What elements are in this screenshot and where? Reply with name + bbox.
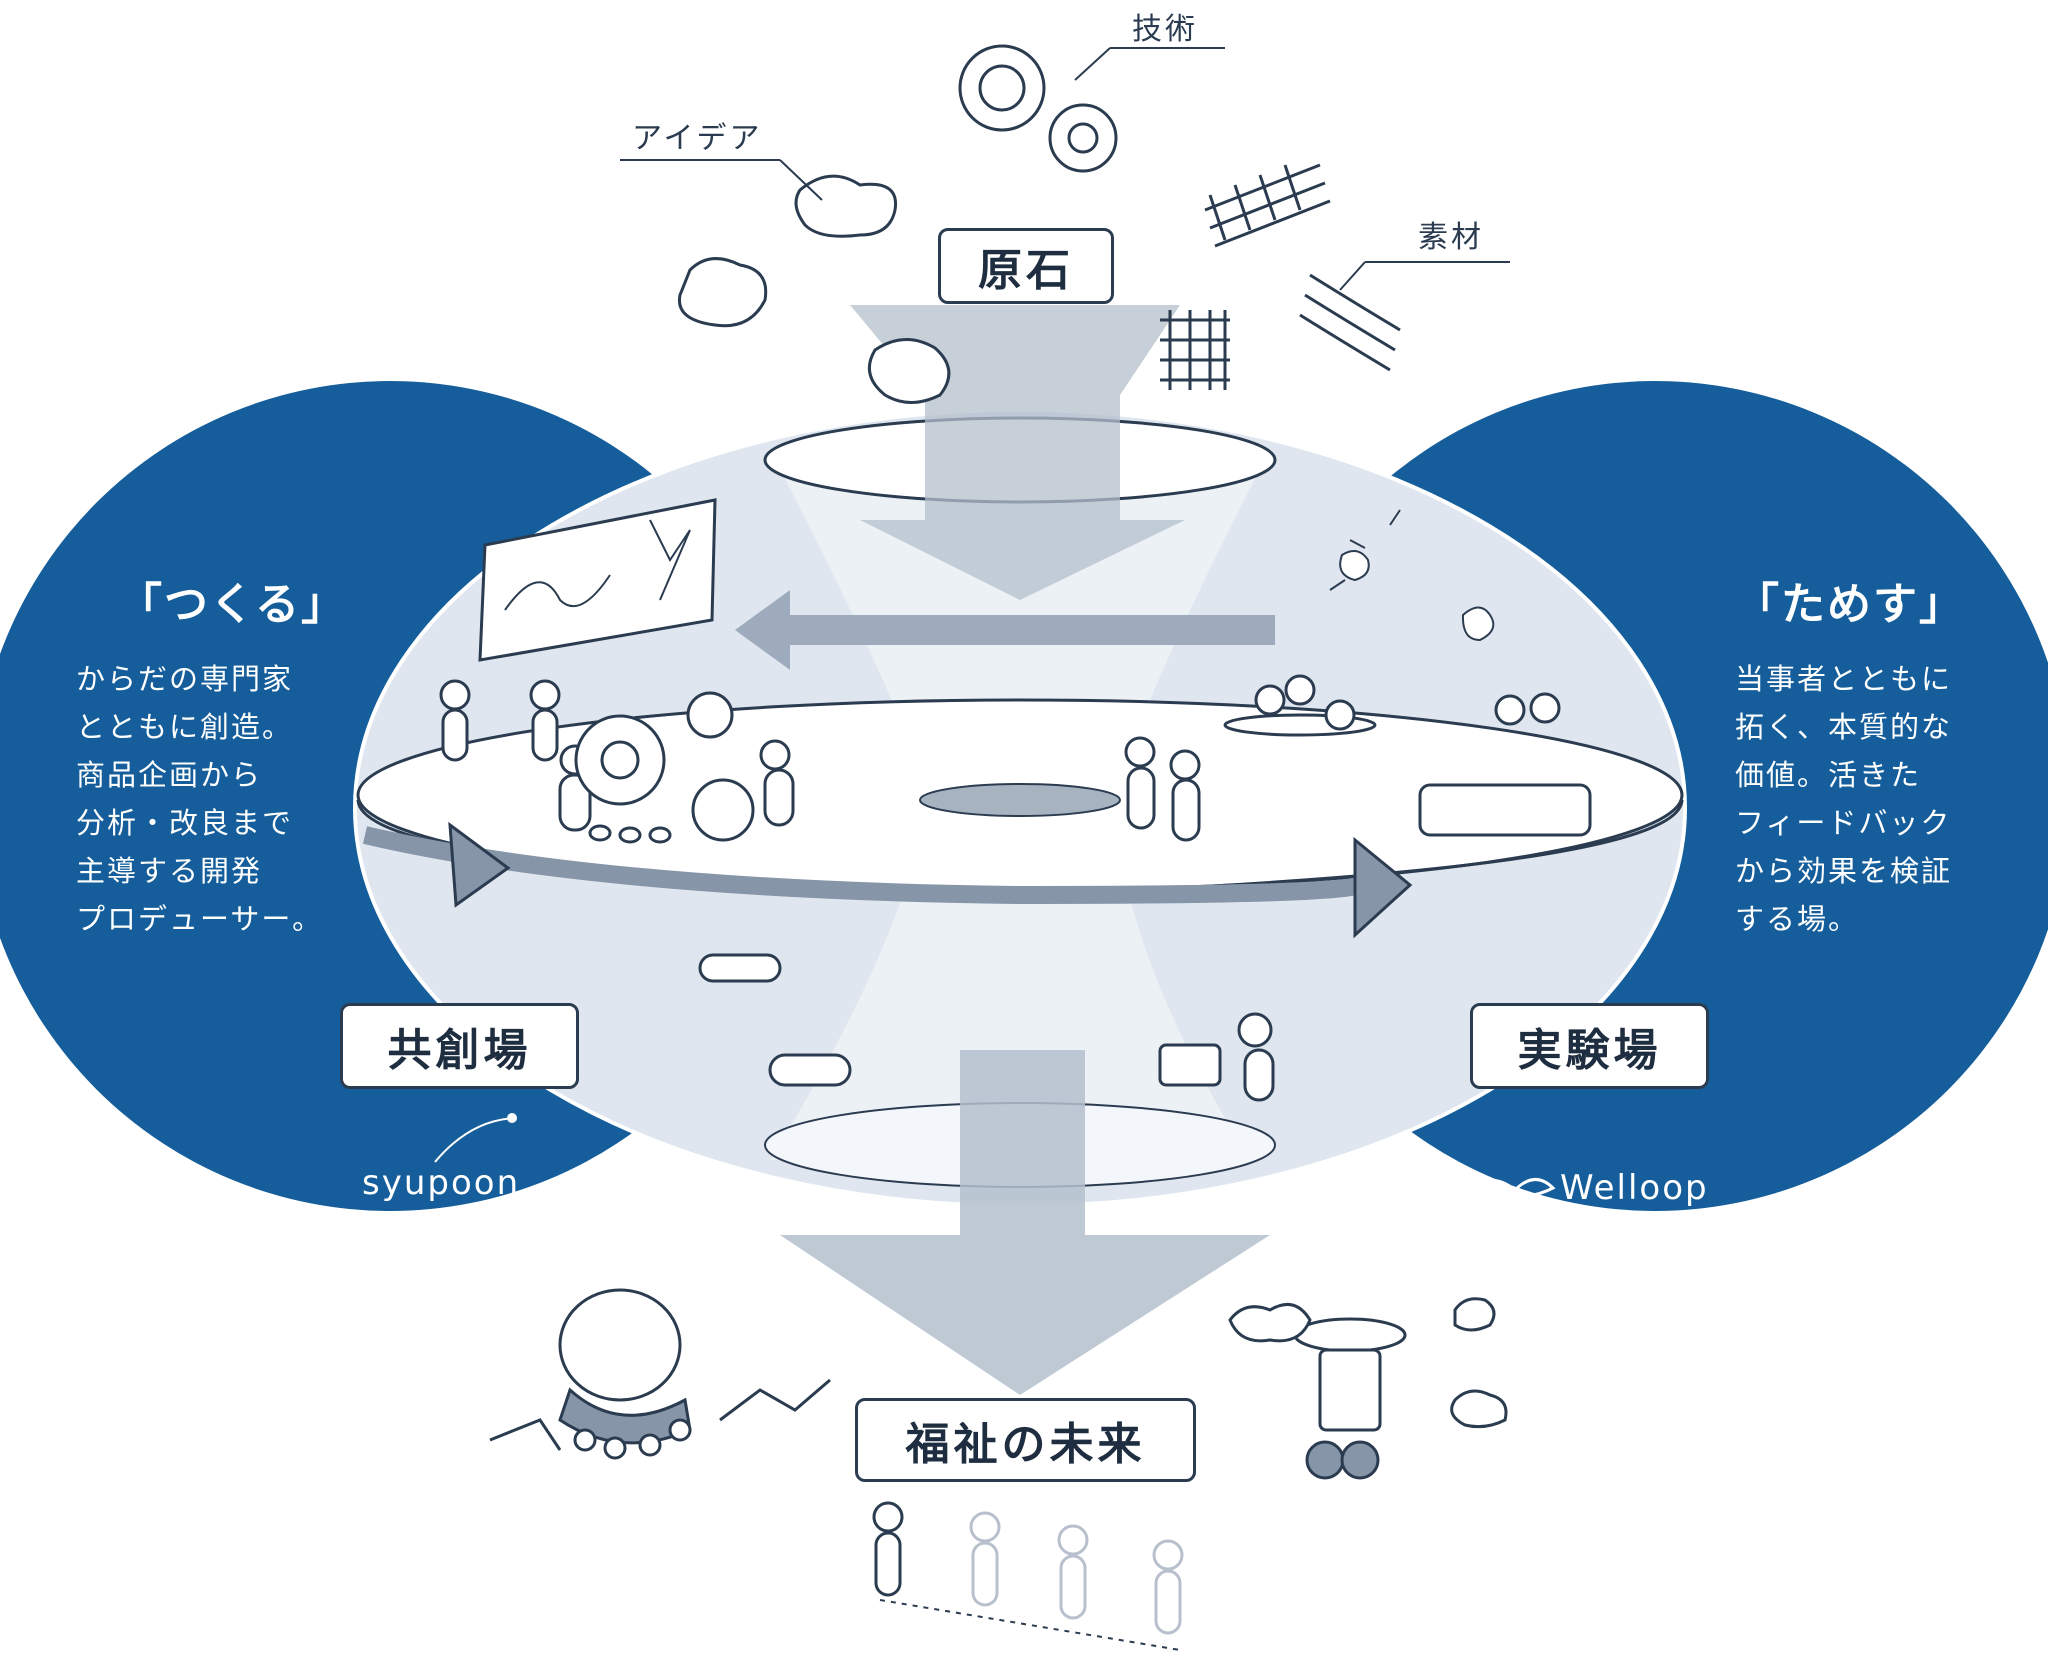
sparkle-icons	[1329, 509, 1495, 642]
experiment-place-label: 実験場	[1470, 1003, 1709, 1089]
syupoon-logo-mark	[434, 1117, 516, 1163]
right-body-line: 当事者とともに	[1735, 662, 1953, 696]
left-body-line: とともに創造。	[76, 710, 294, 744]
rover-illustration	[489, 1288, 831, 1460]
syupoon-logo: syupoon	[362, 1163, 521, 1203]
idea-blob-3	[867, 338, 951, 404]
welloop-logo: Welloop	[1560, 1168, 1709, 1208]
cocreation-place-label: 共創場	[340, 1003, 579, 1089]
left-arrow	[735, 590, 1275, 670]
label-idea: アイデア	[632, 121, 763, 156]
right-body-line: 価値。活きた	[1735, 758, 1922, 792]
right-body-line: する場。	[1735, 902, 1860, 936]
floating-figures	[698, 953, 1275, 1102]
raw-stone-label: 原石	[938, 228, 1114, 304]
band-arrow-left	[448, 821, 511, 908]
idea-blob	[794, 174, 898, 238]
future-of-welfare-label: 福祉の未来	[855, 1398, 1196, 1482]
band-arrow-right	[1353, 836, 1413, 939]
chart-board	[478, 498, 717, 662]
right-body-line: から効果を検証	[1735, 854, 1953, 888]
gears-technology	[958, 44, 1118, 173]
people-experiment	[1124, 674, 1592, 842]
left-heading: 「つくる」	[118, 579, 348, 630]
label-technology: 技術	[1132, 12, 1198, 47]
right-body: 当事者とともに 拓く、本質的な 価値。活きた フィードバック から効果を検証 す…	[1735, 655, 1952, 943]
left-body-line: 主導する開発	[76, 854, 263, 888]
left-body: からだの専門家 とともに創造。 商品企画から 分析・改良まで 主導する開発 プロ…	[76, 655, 323, 943]
walking-figures	[872, 1501, 1184, 1651]
right-heading: 「ためす」	[1735, 579, 1965, 630]
left-body-line: 分析・改良まで	[76, 806, 294, 840]
material-mesh	[1160, 163, 1401, 390]
idea-blob-2	[677, 257, 768, 328]
right-body-line: 拓く、本質的な	[1735, 710, 1953, 744]
left-body-line: プロデューサー。	[76, 902, 324, 936]
welloop-logo-mark	[1467, 1178, 1556, 1200]
label-material: 素材	[1418, 220, 1484, 255]
people-cocreation	[439, 679, 795, 844]
helicopter-chair-illustration	[1228, 1297, 1508, 1480]
left-body-line: からだの専門家	[76, 662, 294, 696]
disc-hole	[919, 783, 1121, 817]
left-body-line: 商品企画から	[76, 758, 263, 792]
bottom-down-arrow	[780, 1050, 1270, 1395]
right-body-line: フィードバック	[1735, 806, 1952, 840]
